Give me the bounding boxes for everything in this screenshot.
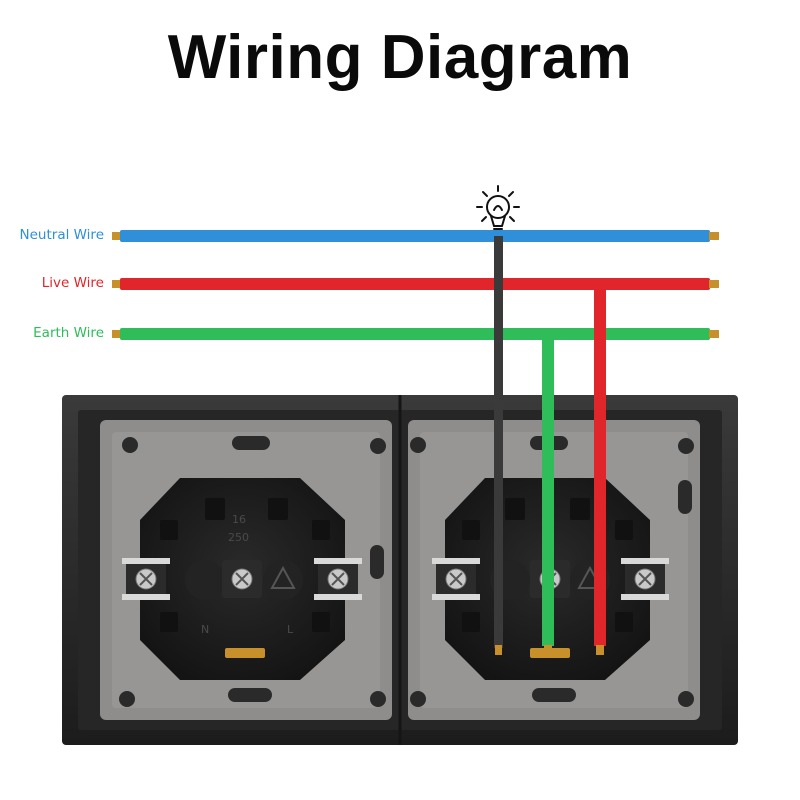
screw-terminal-left bbox=[122, 558, 170, 600]
neutral-terminal-mark: N bbox=[201, 623, 209, 636]
live-wire bbox=[112, 278, 719, 290]
rating-top-text: 16 bbox=[232, 513, 246, 526]
live-drop-wire bbox=[594, 288, 606, 655]
earth-wire-label: Earth Wire bbox=[33, 325, 104, 341]
rating-bottom-text: 250 bbox=[228, 531, 249, 544]
neutral-wire bbox=[112, 230, 719, 242]
socket-left: 16 250 N L bbox=[100, 420, 392, 720]
live-wire-label: Live Wire bbox=[41, 275, 104, 291]
lamp-neutral-drop-wire bbox=[494, 236, 503, 655]
screw-terminal-right bbox=[314, 558, 362, 600]
diagram-title: Wiring Diagram bbox=[167, 23, 633, 92]
earth-drop-wire bbox=[542, 338, 554, 655]
live-terminal-mark: L bbox=[287, 623, 294, 636]
screw-terminal-left bbox=[432, 558, 480, 600]
light-bulb-icon bbox=[476, 185, 520, 230]
neutral-wire-label: Neutral Wire bbox=[19, 227, 104, 243]
screw-terminal-right bbox=[621, 558, 669, 600]
screw-terminal-center bbox=[222, 560, 262, 598]
earth-wire bbox=[112, 328, 719, 340]
